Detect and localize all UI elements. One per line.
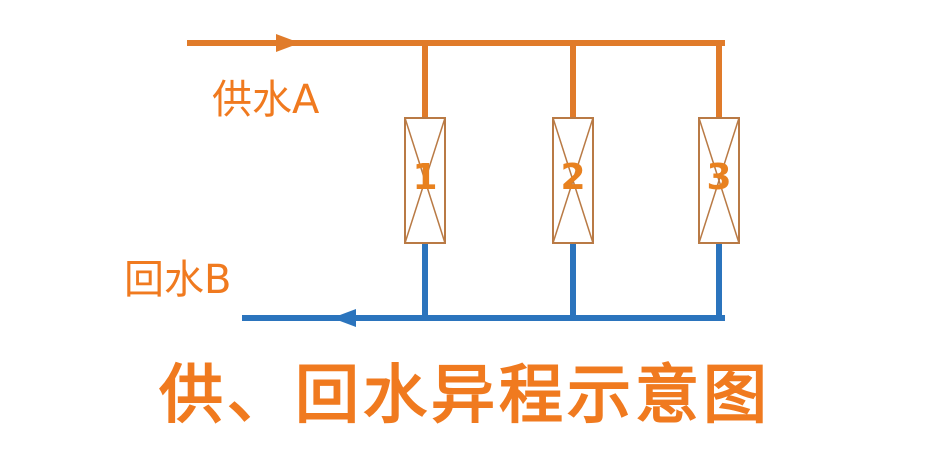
terminal-unit-2 [552,117,594,244]
terminal-unit-1 [404,117,446,244]
diagram-title: 供、回水异程示意图 [159,359,771,433]
supply-flow-arrow-icon [276,34,300,52]
supply-water-label: 供水A [212,77,320,123]
terminal-unit-3 [698,117,740,244]
unit-number-1: 1 [412,157,438,198]
return-water-label: 回水B [124,257,232,303]
return-flow-arrow-icon [332,309,356,327]
unit-number-2: 2 [560,157,586,198]
unit-number-3: 3 [706,157,732,198]
